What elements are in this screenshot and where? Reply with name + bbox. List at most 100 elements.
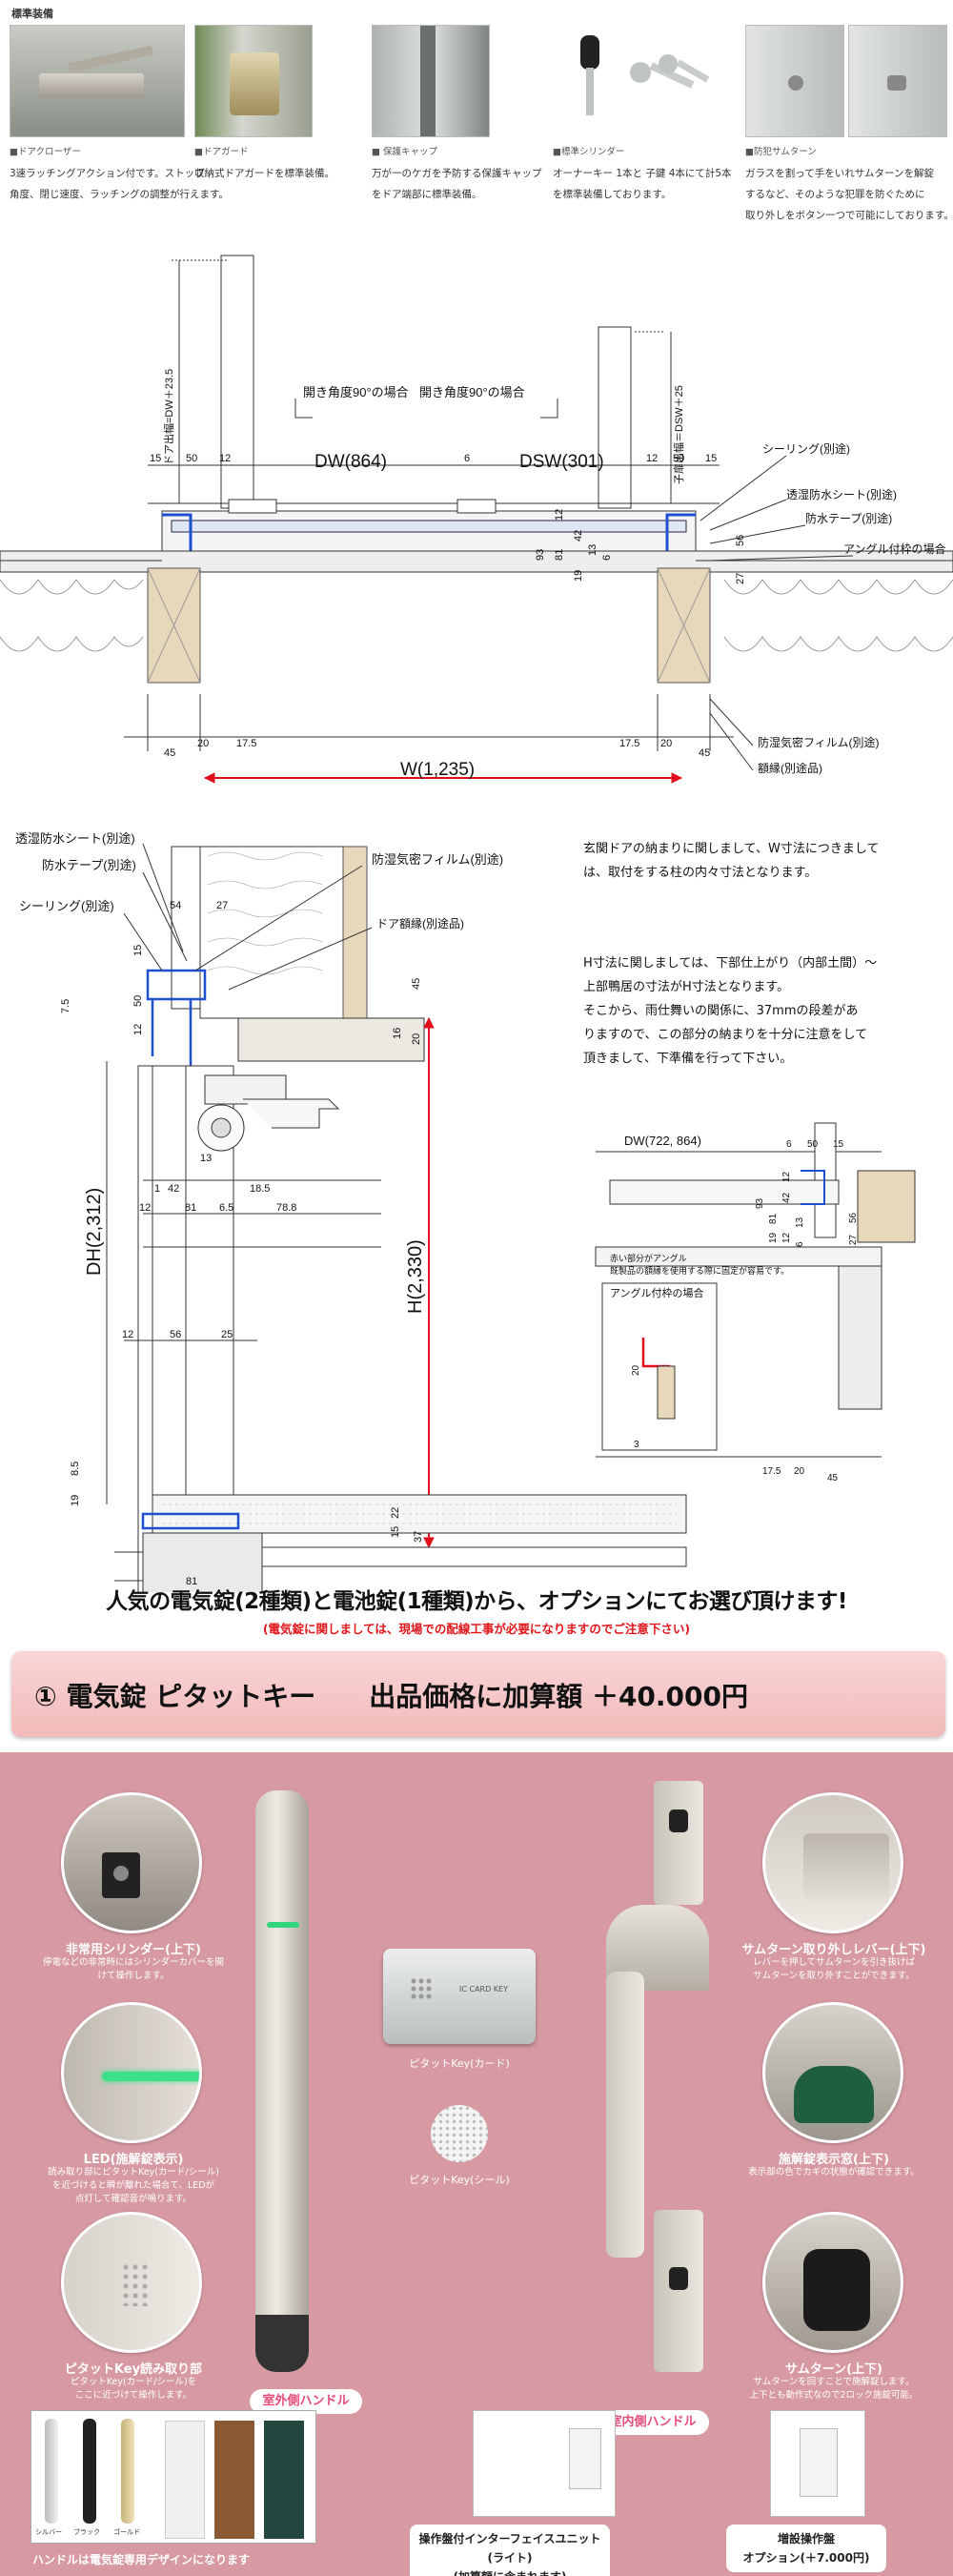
sec-dim-11: 18.5 [250,1183,270,1195]
w-label: W(1,235) [400,760,475,780]
security-thumbturn-line1: ガラスを割って手をいれサムターンを解錠 [745,168,935,179]
options-headline: 人気の電気錠(2種類)と電池錠(1種類)から、オプションにてお選び頂けます! (… [0,1583,953,1637]
plan-label-casing: 額縁(別途品) [758,761,822,775]
thumbturn-desc-2: 上下とも動作式なので2ロック施錠可能。 [749,2390,919,2401]
extra-panel-title: 増設操作盤 [777,2532,835,2545]
detail-dim-4: 12 [781,1171,792,1182]
standard-cylinder-title: ■標準シリンダー [553,147,625,157]
security-thumbturn-title: ■防犯サムターン [745,147,817,157]
door-closer-line2: 角度、閉じ速度、ラッチングの調整が行えます。 [10,189,229,200]
standard-cylinder-line1: オーナーキー 1本と 子鍵 4本にて計5本 [553,168,732,179]
detail-dim-6: 13 [795,1216,805,1228]
dim-mid-3: 81 [554,549,565,561]
seal-label: ピタットKey(シール) [409,2174,510,2186]
handle-swatches: シルバー ブラック ゴールド [30,2410,316,2544]
card-label: ピタットKey(カード) [409,2057,510,2070]
reader-title: ピタットKey読み取り部 [64,2362,203,2377]
dw-label: DW(864) [314,452,387,472]
pitatto-card: IC CARD KEY [383,1949,536,2044]
dim-top-6: 50 [673,453,684,464]
led-desc-1: 読み取り部にピタットKey(カード/シール) [48,2167,219,2177]
detail-dim-2: 50 [807,1139,819,1150]
pitatto-seal [431,2105,488,2162]
outer-handle [255,1790,309,2372]
open-angle-left: 開き角度90°の場合 [303,385,409,399]
dim-mid-2: 42 [573,530,584,542]
sec-dim-25: 37 [413,1531,424,1543]
door-width-vertical-label: ドア出幅=DW＋23.5 [162,369,175,465]
sec-dim-26: 81 [186,1576,197,1587]
interface-unit [473,2410,616,2517]
reader-bubble [61,2212,202,2353]
section-label-casing: ドア額縁(別途品) [376,916,464,930]
protective-cap-line2: をドア端部に標準装備。 [372,189,482,200]
standard-cylinder-item: ■標準シリンダー オーナーキー 1本と 子鍵 4本にて計5本 を標準装備しており… [553,25,732,205]
detail-dim-17: 45 [827,1473,839,1483]
extra-panel-price: オプション(＋7.000円) [742,2551,870,2565]
emergency-cylinder-bubble [61,1792,202,1933]
note-w-line2: は、取付をする柱の内々寸法となります。 [583,866,818,880]
keys-photo [553,25,713,137]
extra-control-panel [770,2410,865,2517]
detail-dim-18: 3 [634,1440,639,1450]
note-h-line1: H寸法に関しましては、下部仕上がり（内部土間）～ [583,956,878,971]
door-guard-line1: 収納式ドアガードを標準装備。 [194,168,335,179]
lever-desc-1: レバーを押してサムターンを引き抜けば [752,1957,916,1968]
plan-view-text: DW(864) DSW(301) W(1,235) 開き角度90°の場合 開き角… [150,369,946,780]
electric-lock-panel: 非常用シリンダー(上下) 停電などの非常時にはシリンダーカバーを開けて操作します… [0,1752,953,2576]
dim-bottom-4: 17.5 [619,738,639,749]
thumbturn-desc-1: サムターンを回すことで施解錠します。 [753,2377,915,2387]
detail-dim-15: 17.5 [762,1466,781,1477]
dim-mid-5: 13 [587,544,598,556]
note-h-line3: そこから、雨仕舞いの関係に、37mmの段差があ [583,1004,859,1018]
standard-equipment-header: 標準装備 [11,8,53,20]
plan-label-vapor-film: 防湿気密フィルム(別途) [758,735,880,749]
section-view-text: 透湿防水シート(別途) 防水テープ(別途) シーリング(別途) 防湿気密フィルム… [15,831,503,1587]
sec-dim-8: 16 [392,1028,403,1039]
dim-top-5: 12 [646,453,658,464]
outer-handle-tag: 室外側ハンドル [250,2389,362,2414]
door-closer-photo [10,25,185,137]
sec-dim-23: 22 [390,1507,401,1519]
thumbturn-photo-2 [848,25,947,137]
sec-dim-7: 45 [411,978,422,990]
indicator-window-desc: 表示部の色でカギの状態が確認できます。 [748,2167,920,2177]
dim-bottom-6: 45 [699,747,710,759]
detail-dim-1: 6 [786,1139,792,1150]
section-label-moisture-sheet: 透湿防水シート(別途) [15,831,135,846]
detail-dim-5: 42 [781,1192,792,1203]
door-guard-photo [194,25,313,137]
protective-cap-photo [372,25,490,137]
standard-equipment-section: 標準装備 ■ドアクローザー 3速ラッチングアクション付です。ストップ 角度、閉じ… [0,0,953,221]
note-h-dimension: H寸法に関しましては、下部仕上がり（内部土間）～ 上部鴨居の寸法がH寸法となりま… [583,951,877,1071]
dim-bottom-2: 20 [197,738,209,749]
sec-dim-13: 42 [168,1183,179,1195]
section-label-vapor-film: 防湿気密フィルム(別途) [372,852,503,867]
dim-right-1: 56 [735,535,746,546]
plan-view-drawing [0,255,953,784]
detail-dim-11: 6 [795,1241,805,1247]
sec-dim-9: 20 [411,1033,422,1045]
options-warning-text: (電気錠に関しましては、現場での配線工事が必要になりますのでご注意下さい) [262,1622,691,1636]
sec-dim-14: 6.5 [219,1202,233,1214]
protective-cap-line1: 万が一のケガを予防する保護キャップ [372,168,542,179]
dim-bottom-3: 17.5 [236,738,256,749]
sec-dim-17: 81 [185,1202,196,1214]
dim-mid-1: 12 [554,509,565,521]
dsw-label: DSW(301) [519,452,604,472]
option-price-text: ① 電気錠 ピタットキー 出品価格に加算額 ＋40.000円 [34,1681,749,1712]
detail-dim-13: 27 [848,1234,859,1245]
interface-unit-included: (加算額に含まれます) [414,2567,606,2576]
h-label: H(2,330) [405,1239,426,1314]
sec-dim-4: 7.5 [60,999,71,1013]
indicator-window-title: 施解錠表示窓(上下) [779,2153,889,2167]
lever-bubble [762,1792,903,1933]
plan-label-angle-frame: アングル付枠の場合 [843,542,946,556]
swatch-gold-label: ゴールド [113,2528,140,2536]
thumbturn-bubble [762,2212,903,2353]
led-desc-3: 点灯して確認音が鳴ります。 [74,2194,193,2204]
note-h-line5: 頂きまして、下準備を行って下さい。 [583,1052,793,1066]
thumbturn-photo-1 [745,25,844,137]
sec-dim-1: 54 [170,900,181,911]
door-guard-item: ■ドアガード 収納式ドアガードを標準装備。 [194,25,335,184]
